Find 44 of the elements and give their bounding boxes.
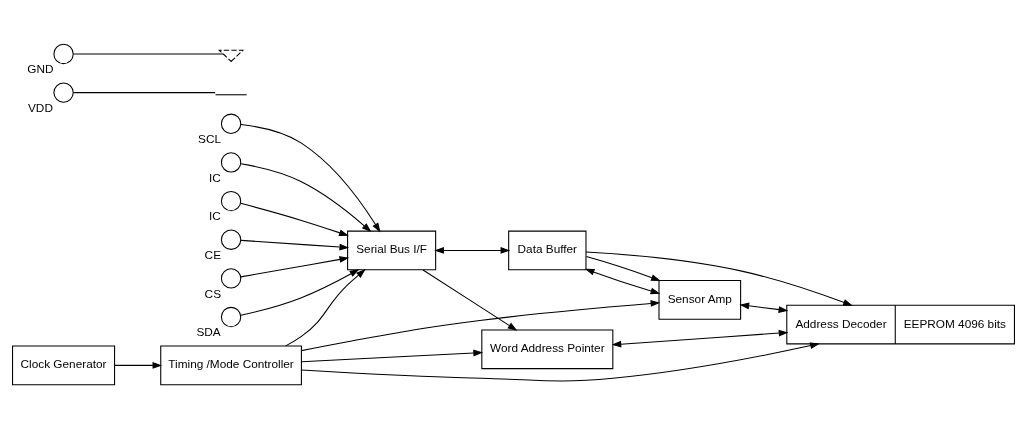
arrow bbox=[422, 268, 518, 331]
arrow bbox=[434, 246, 511, 254]
arrow bbox=[301, 299, 661, 351]
node-bar bbox=[214, 93, 248, 95]
node-circle bbox=[220, 113, 242, 134]
arrow bbox=[240, 202, 349, 236]
arrow bbox=[585, 255, 661, 281]
arrow bbox=[611, 329, 789, 348]
connector bbox=[73, 91, 216, 93]
arrow bbox=[300, 349, 483, 362]
node-ground bbox=[217, 49, 245, 62]
arrow bbox=[240, 255, 350, 277]
node-label: SCL bbox=[198, 131, 222, 146]
node-label: IC bbox=[209, 208, 221, 223]
node-box: Word Address Pointer bbox=[481, 328, 614, 369]
node-box: Serial Bus I/F bbox=[347, 230, 437, 270]
node-label: VDD bbox=[28, 100, 53, 115]
arrow bbox=[584, 268, 661, 294]
node-circle bbox=[220, 151, 242, 173]
arrow bbox=[240, 162, 372, 232]
arrow bbox=[301, 341, 820, 382]
node-circle bbox=[220, 190, 242, 211]
node-circle bbox=[53, 81, 74, 103]
node-label: CE bbox=[204, 247, 222, 262]
node-circle bbox=[220, 267, 242, 289]
node-box: Data Buffer bbox=[508, 230, 587, 270]
connector bbox=[73, 52, 224, 54]
node-label: GND bbox=[27, 61, 54, 76]
node-label: IC bbox=[209, 170, 221, 185]
arrow bbox=[739, 302, 789, 313]
node-box: Sensor Amp bbox=[658, 279, 742, 320]
node-box: Clock Generator bbox=[12, 345, 116, 385]
arrow bbox=[114, 361, 163, 369]
node-label: CS bbox=[204, 286, 222, 301]
arrow bbox=[240, 123, 381, 232]
node-circle bbox=[53, 43, 74, 64]
node-circle bbox=[220, 229, 242, 250]
arrow bbox=[240, 268, 360, 316]
arrow bbox=[585, 251, 853, 306]
node-box: Timing /Mode Controller bbox=[160, 345, 302, 385]
node-circle bbox=[220, 306, 242, 327]
node-label: SDA bbox=[196, 324, 221, 339]
arrow bbox=[240, 239, 350, 250]
arrow bbox=[285, 268, 366, 346]
